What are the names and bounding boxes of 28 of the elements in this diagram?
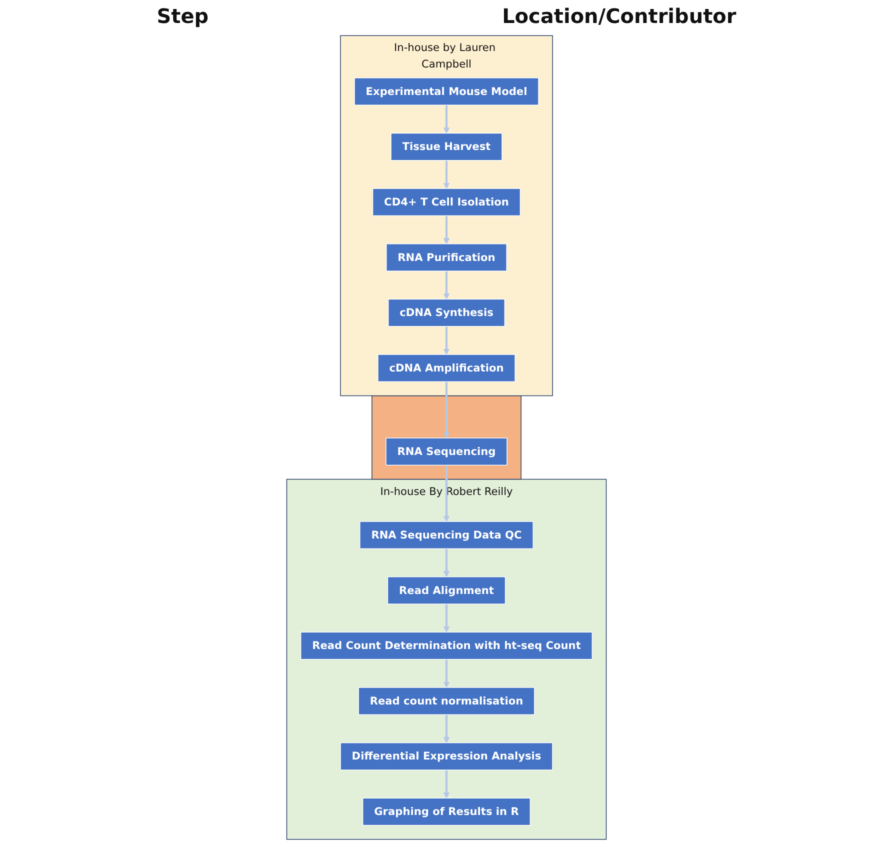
node-box: Differential Expression Analysis bbox=[340, 742, 553, 770]
node-box: Tissue Harvest bbox=[390, 132, 502, 161]
column-heading: Location/Contributor bbox=[502, 4, 736, 28]
arrow bbox=[443, 714, 450, 744]
arrow bbox=[443, 604, 450, 632]
node-box: RNA Purification bbox=[386, 244, 507, 272]
arrow bbox=[443, 465, 450, 522]
arrow bbox=[443, 548, 450, 578]
arrow bbox=[443, 659, 450, 688]
node-box: Read Alignment bbox=[387, 576, 506, 604]
node-box: Read count normalisation bbox=[358, 687, 535, 715]
node-box: Read Count Determination with ht-seq Count bbox=[300, 632, 592, 660]
node-box: Experimental Mouse Model bbox=[354, 78, 539, 106]
arrow bbox=[443, 216, 450, 244]
arrow bbox=[443, 160, 450, 189]
node-box: CD4+ T Cell Isolation bbox=[372, 188, 521, 216]
cluster bbox=[372, 395, 522, 480]
arrow bbox=[443, 382, 450, 438]
node-box: RNA Sequencing Data QC bbox=[360, 521, 534, 550]
node-box: cDNA Synthesis bbox=[388, 298, 505, 327]
node-box: Graphing of Results in R bbox=[362, 798, 531, 826]
node-box: cDNA Amplification bbox=[378, 354, 516, 382]
arrow bbox=[443, 326, 450, 355]
arrow bbox=[443, 271, 450, 300]
arrow bbox=[443, 770, 450, 798]
column-heading: Step bbox=[156, 4, 209, 28]
arrow bbox=[443, 105, 450, 134]
node-box: RNA Sequencing bbox=[386, 438, 508, 466]
